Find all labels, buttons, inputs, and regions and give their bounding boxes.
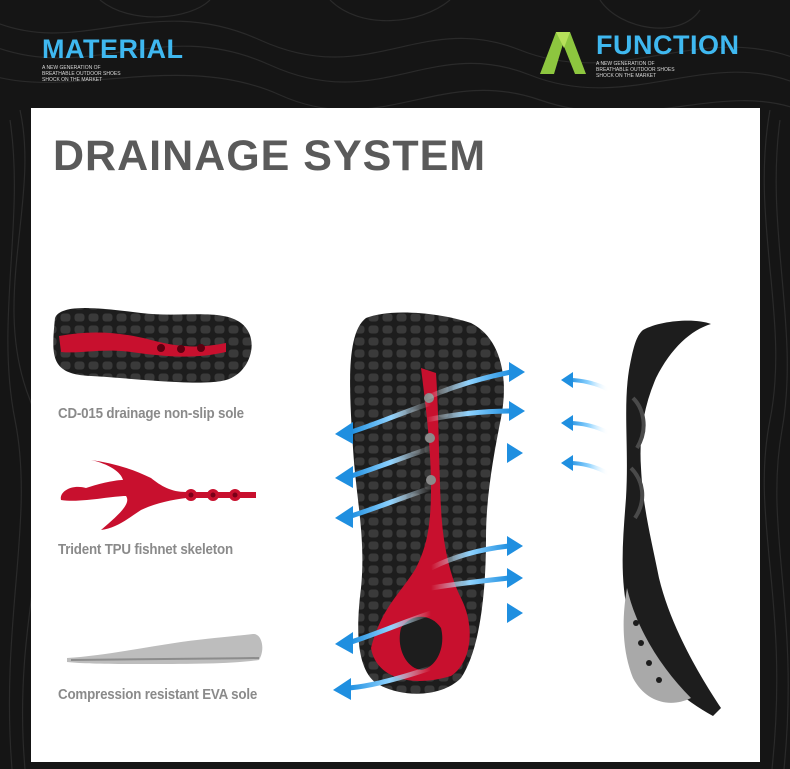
caption-outsole: CD-015 drainage non-slip sole <box>58 406 244 422</box>
material-heading: MATERIAL A NEW GENERATION OF BREATHABLE … <box>42 34 183 83</box>
green-a-logo-icon <box>540 32 586 74</box>
tpu-skeleton-image <box>60 460 256 530</box>
function-title: FUNCTION <box>596 30 740 60</box>
caption-eva-sole: Compression resistant EVA sole <box>58 687 258 703</box>
drainage-panel: DRAINAGE SYSTEM <box>31 108 760 762</box>
material-title: MATERIAL <box>42 34 184 64</box>
panel-title: DRAINAGE SYSTEM <box>53 132 487 180</box>
side-profile-sole-image <box>622 320 721 716</box>
eva-insole-image <box>67 633 263 664</box>
function-subtitle: A NEW GENERATION OF BREATHABLE OUTDOOR S… <box>596 61 675 79</box>
outsole-image <box>53 308 252 383</box>
product-illustrations <box>53 308 721 716</box>
caption-tpu-skeleton: Trident TPU fishnet skeleton <box>58 542 233 558</box>
header: MATERIAL A NEW GENERATION OF BREATHABLE … <box>0 0 790 108</box>
drainage-arrows <box>333 362 611 700</box>
function-heading: FUNCTION A NEW GENERATION OF BREATHABLE … <box>540 30 739 79</box>
main-outsole-image <box>350 312 504 694</box>
material-subtitle: A NEW GENERATION OF BREATHABLE OUTDOOR S… <box>42 65 121 83</box>
